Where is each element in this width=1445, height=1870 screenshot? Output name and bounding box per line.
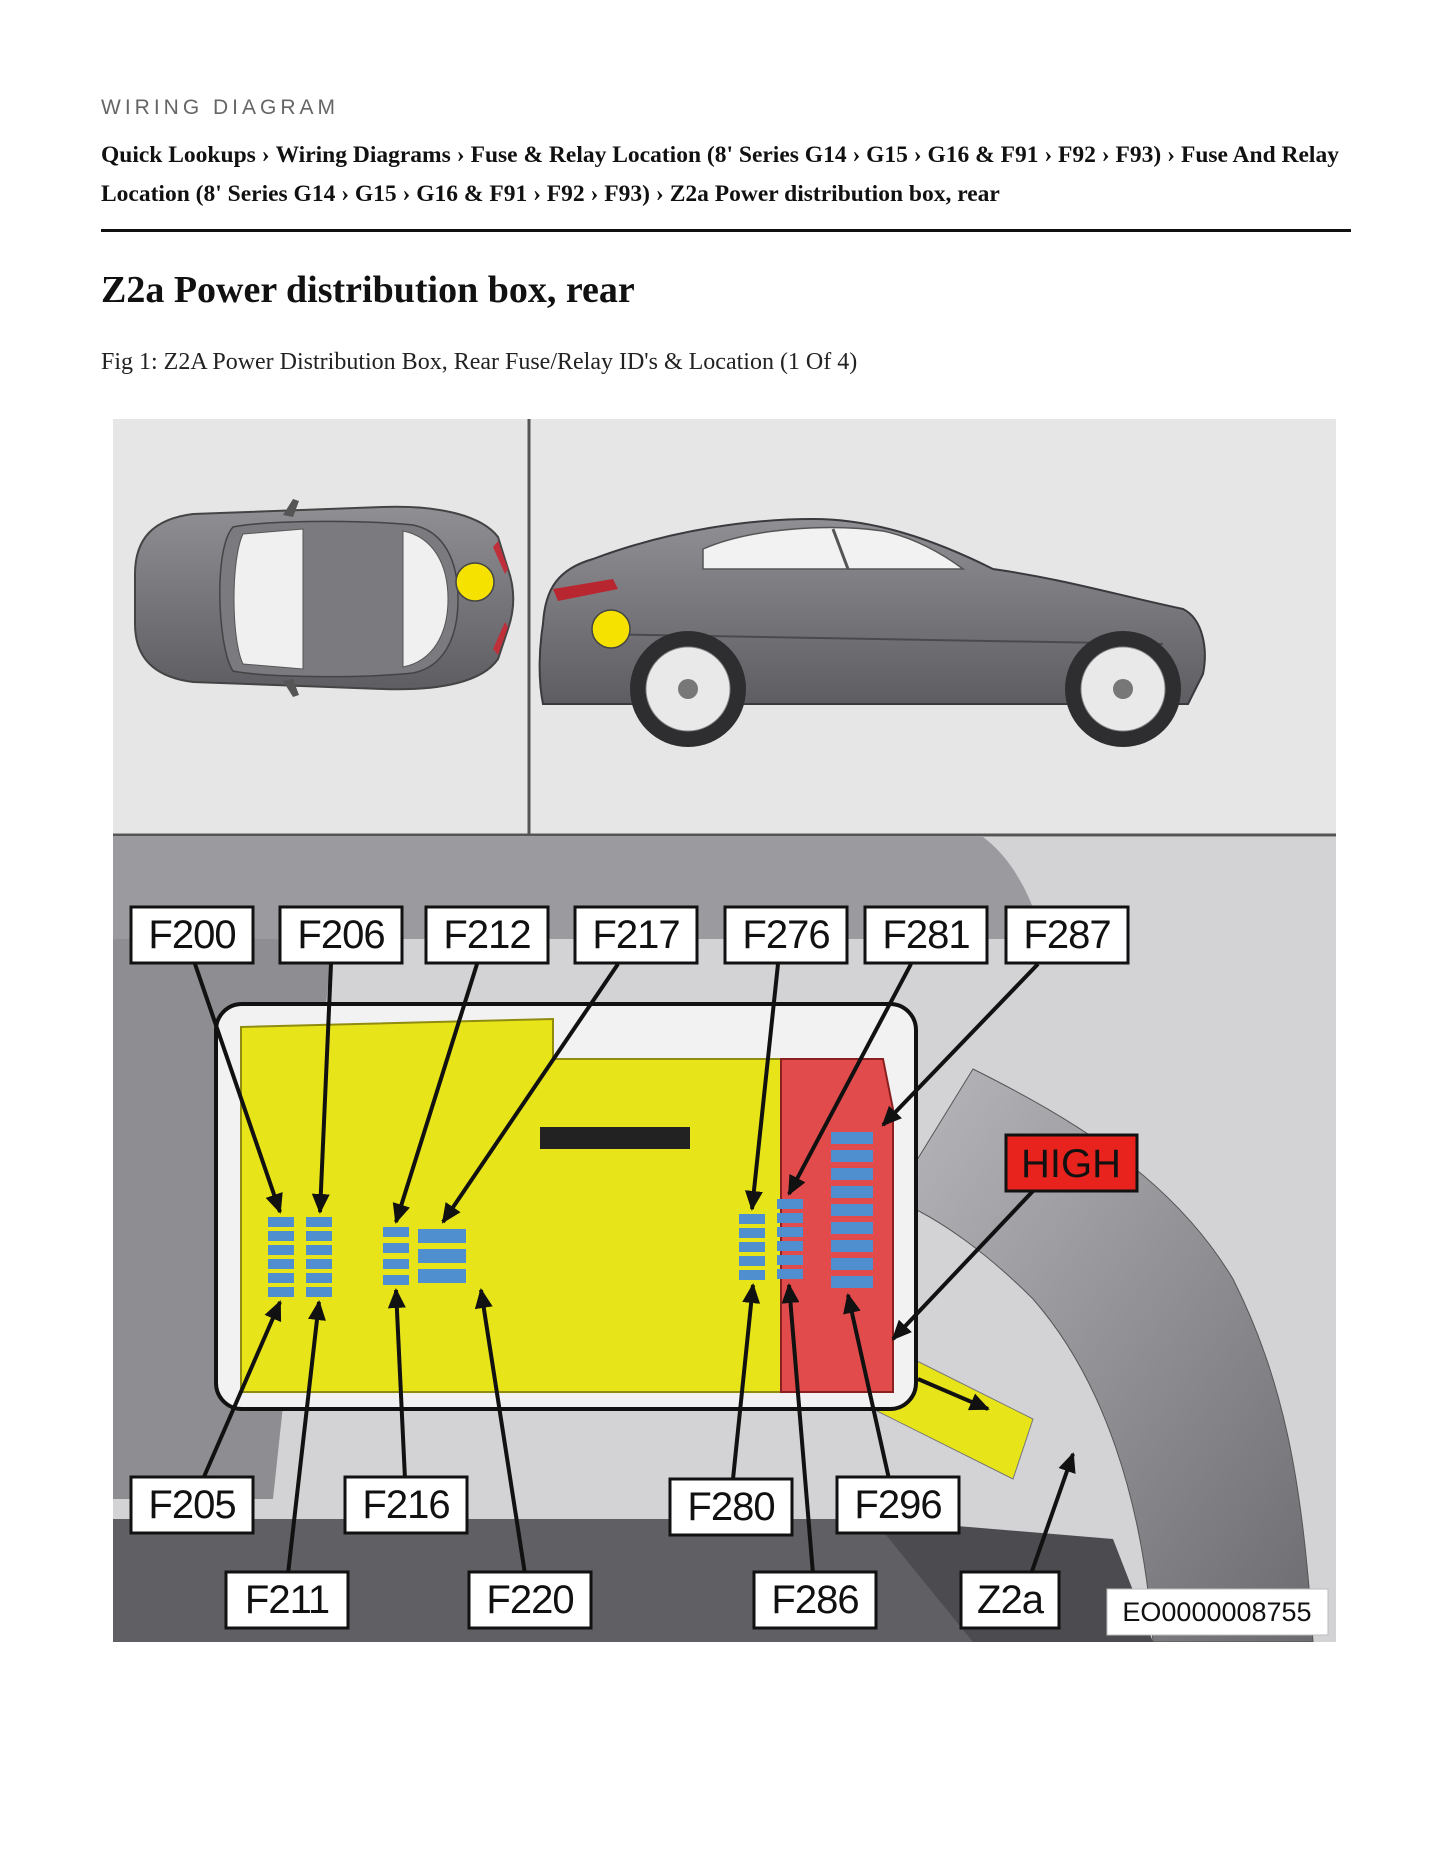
svg-text:EO0000008755: EO0000008755 <box>1122 1597 1311 1627</box>
svg-text:F280: F280 <box>687 1485 774 1529</box>
callout-f220: F220 <box>467 1570 593 1630</box>
fuse-box-figure: F200 F206 F212 F217 F276 F281 F287 HIGH … <box>113 419 1336 1642</box>
image-code-label: EO0000008755 <box>1106 1588 1329 1636</box>
breadcrumb-separator: › <box>261 142 270 168</box>
figure-caption: Fig 1: Z2A Power Distribution Box, Rear … <box>101 349 858 375</box>
callout-f296: F296 <box>835 1475 961 1535</box>
fuse-column-f200 <box>268 1217 294 1297</box>
svg-text:F281: F281 <box>882 913 969 957</box>
svg-text:F220: F220 <box>486 1578 573 1622</box>
callout-f276: F276 <box>723 905 849 965</box>
fuse-column-f206 <box>306 1217 332 1297</box>
callout-f211: F211 <box>224 1570 350 1630</box>
fuse-column-f212 <box>383 1227 409 1285</box>
fuse-column-f287 <box>831 1132 873 1288</box>
callout-f206: F206 <box>278 905 404 965</box>
svg-text:F200: F200 <box>148 913 235 957</box>
svg-text:F205: F205 <box>148 1483 235 1527</box>
callout-z2a: Z2a <box>959 1570 1061 1630</box>
callout-f281: F281 <box>863 905 989 965</box>
section-kicker: WIRING DIAGRAM <box>101 96 339 119</box>
location-marker-top-view <box>455 562 495 602</box>
svg-text:F276: F276 <box>742 913 829 957</box>
svg-text:HIGH: HIGH <box>1021 1142 1121 1186</box>
breadcrumb-separator: › <box>1167 142 1175 168</box>
breadcrumb-link-fuse-and-relay-location[interactable]: Fuse And Relay Location (8' Series G14 ›… <box>101 142 1339 207</box>
svg-text:F287: F287 <box>1023 913 1110 957</box>
callout-f286: F286 <box>752 1570 878 1630</box>
fuse-column-f276 <box>739 1214 765 1280</box>
breadcrumb-link-quick-lookups[interactable]: Quick Lookups <box>101 142 256 168</box>
svg-text:F216: F216 <box>362 1483 449 1527</box>
page-title: Z2a Power distribution box, rear <box>101 269 635 311</box>
svg-text:F286: F286 <box>771 1578 858 1622</box>
fuse-box-relay-slot <box>540 1127 690 1149</box>
svg-text:F296: F296 <box>854 1483 941 1527</box>
callout-arrows <box>193 962 1076 1575</box>
callout-f200: F200 <box>129 905 255 965</box>
breadcrumb: Quick Lookups›Wiring Diagrams›Fuse & Rel… <box>101 136 1351 214</box>
svg-text:F217: F217 <box>592 913 679 957</box>
fuse-column-f281 <box>777 1199 803 1279</box>
breadcrumb-link-fuse-relay-location[interactable]: Fuse & Relay Location (8' Series G14 › G… <box>470 142 1162 168</box>
breadcrumb-separator: › <box>456 142 465 168</box>
callout-f280: F280 <box>668 1477 794 1537</box>
callout-f287: F287 <box>1004 905 1130 965</box>
breadcrumb-link-wiring-diagrams[interactable]: Wiring Diagrams <box>275 142 451 168</box>
high-voltage-badge: HIGH <box>1004 1133 1139 1193</box>
fuse-column-f217 <box>418 1229 466 1283</box>
header-divider <box>101 229 1351 232</box>
callout-f216: F216 <box>343 1475 469 1535</box>
svg-text:F212: F212 <box>443 913 530 957</box>
svg-text:Z2a: Z2a <box>977 1578 1045 1622</box>
callout-f205: F205 <box>129 1475 255 1535</box>
car-top-view <box>134 499 515 697</box>
location-marker-side-view <box>591 609 631 649</box>
callout-f217: F217 <box>573 905 699 965</box>
car-side-view <box>538 517 1206 747</box>
callout-f212: F212 <box>424 905 550 965</box>
svg-text:F206: F206 <box>297 913 384 957</box>
breadcrumb-current-page: Z2a Power distribution box, rear <box>669 181 1000 207</box>
svg-text:F211: F211 <box>245 1578 329 1622</box>
breadcrumb-separator: › <box>655 181 664 207</box>
